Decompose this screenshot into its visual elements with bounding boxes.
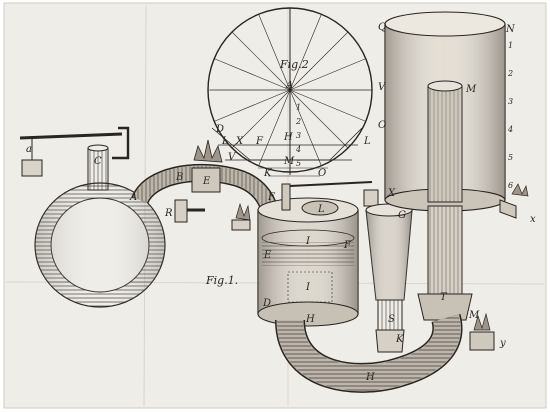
letter-I-top: I xyxy=(305,236,311,247)
dial-spoke xyxy=(214,89,291,122)
spigot-R xyxy=(174,199,205,223)
valve-E xyxy=(191,139,223,193)
dial-letter-L: L xyxy=(221,136,229,147)
spout-X xyxy=(499,183,529,219)
cyl-scale-6: 6 xyxy=(508,181,513,190)
letter-N: N xyxy=(505,24,516,35)
letter-R: R xyxy=(164,208,173,219)
dial-letter-L2: L xyxy=(363,136,371,147)
central-tank xyxy=(257,183,359,327)
dial-letter-X: X xyxy=(235,136,244,147)
dial-spoke xyxy=(258,14,291,91)
dial-spoke xyxy=(231,89,291,149)
dial-letter-H: H xyxy=(283,132,293,143)
connecting-rod xyxy=(289,181,379,207)
letter-A: A xyxy=(129,192,137,203)
cyl-scale-5: 5 xyxy=(508,153,513,162)
lever-arm xyxy=(19,126,130,177)
figure-labels: Fig.1. Fig.2 xyxy=(205,58,309,287)
letter-G: G xyxy=(398,210,406,221)
letter-E: E xyxy=(202,176,211,187)
fig2-dial xyxy=(207,7,373,177)
dial-scale-4: 4 xyxy=(295,145,301,154)
side-valve xyxy=(231,202,251,231)
letter-S: S xyxy=(388,314,395,325)
ring-neck xyxy=(87,144,109,191)
dial-spoke xyxy=(289,89,322,166)
letter-H-bottom: H xyxy=(365,372,375,383)
letter-K: K xyxy=(395,334,404,345)
letter-x: x xyxy=(530,214,536,225)
column-T xyxy=(417,205,473,321)
left-ring-vessel xyxy=(34,182,166,308)
upper-pipe xyxy=(131,163,277,209)
letter-T: T xyxy=(440,292,448,303)
dial-letter-V: V xyxy=(228,152,237,163)
dial-spoke xyxy=(231,31,291,91)
letter-F-right: F xyxy=(343,240,352,251)
dial-spoke xyxy=(289,89,349,149)
dial-scale-1: 1 xyxy=(296,103,301,112)
letter-M: M xyxy=(468,310,480,321)
dial-spoke xyxy=(289,31,349,91)
cyl-scale-4: 4 xyxy=(507,125,513,134)
dial-spoke xyxy=(214,58,291,91)
dial-scale-5: 5 xyxy=(296,159,301,168)
letter-B: B xyxy=(175,172,183,183)
letter-y: y xyxy=(499,338,506,349)
letter-F: F xyxy=(267,192,276,203)
letter-L: L xyxy=(317,204,325,215)
dial-letter-M: M xyxy=(283,156,295,167)
letter-D: D xyxy=(262,298,271,309)
dial-spoke xyxy=(289,58,366,91)
letter-O: O xyxy=(378,120,386,131)
letter-Q: Q xyxy=(378,22,386,33)
letter-a: a xyxy=(26,144,32,155)
label-fig1: Fig.1. xyxy=(205,274,238,287)
bottom-pipe xyxy=(275,314,463,393)
dial-spoke xyxy=(258,89,291,166)
dial-letter-K: K xyxy=(263,168,272,179)
dial-letter-F: F xyxy=(255,136,264,147)
cyl-scale-3: 3 xyxy=(508,97,513,106)
dial-spoke xyxy=(289,14,322,91)
letter-labels: a C A B E R F L I E F I D H G S T M K Q … xyxy=(26,22,536,383)
label-fig2: Fig.2 xyxy=(279,58,309,71)
letter-I-mid: I xyxy=(305,282,311,293)
dial-letter-D: D xyxy=(215,124,224,135)
dial-spoke xyxy=(289,89,366,122)
cyl-scale-2: 2 xyxy=(507,69,513,78)
tall-cylinder xyxy=(384,11,506,212)
dial-letter-O: O xyxy=(318,168,326,179)
letter-C: C xyxy=(94,156,102,167)
dial-scale-2: 2 xyxy=(295,117,301,126)
dial-scale-3: 3 xyxy=(296,131,301,140)
spout-y xyxy=(469,312,495,351)
letter-M-top: M xyxy=(465,84,477,95)
letter-V: V xyxy=(378,82,387,93)
letter-X: X xyxy=(387,188,396,199)
cyl-scale-1: 1 xyxy=(508,41,513,50)
letter-E-left: E xyxy=(263,250,272,261)
letter-H: H xyxy=(305,314,315,325)
dial-scale-numbers: 1 2 3 4 5 xyxy=(295,103,301,168)
dial-letter-A: A xyxy=(285,80,293,91)
cylinder-scale-numbers: 1 2 3 4 5 6 xyxy=(507,41,513,190)
